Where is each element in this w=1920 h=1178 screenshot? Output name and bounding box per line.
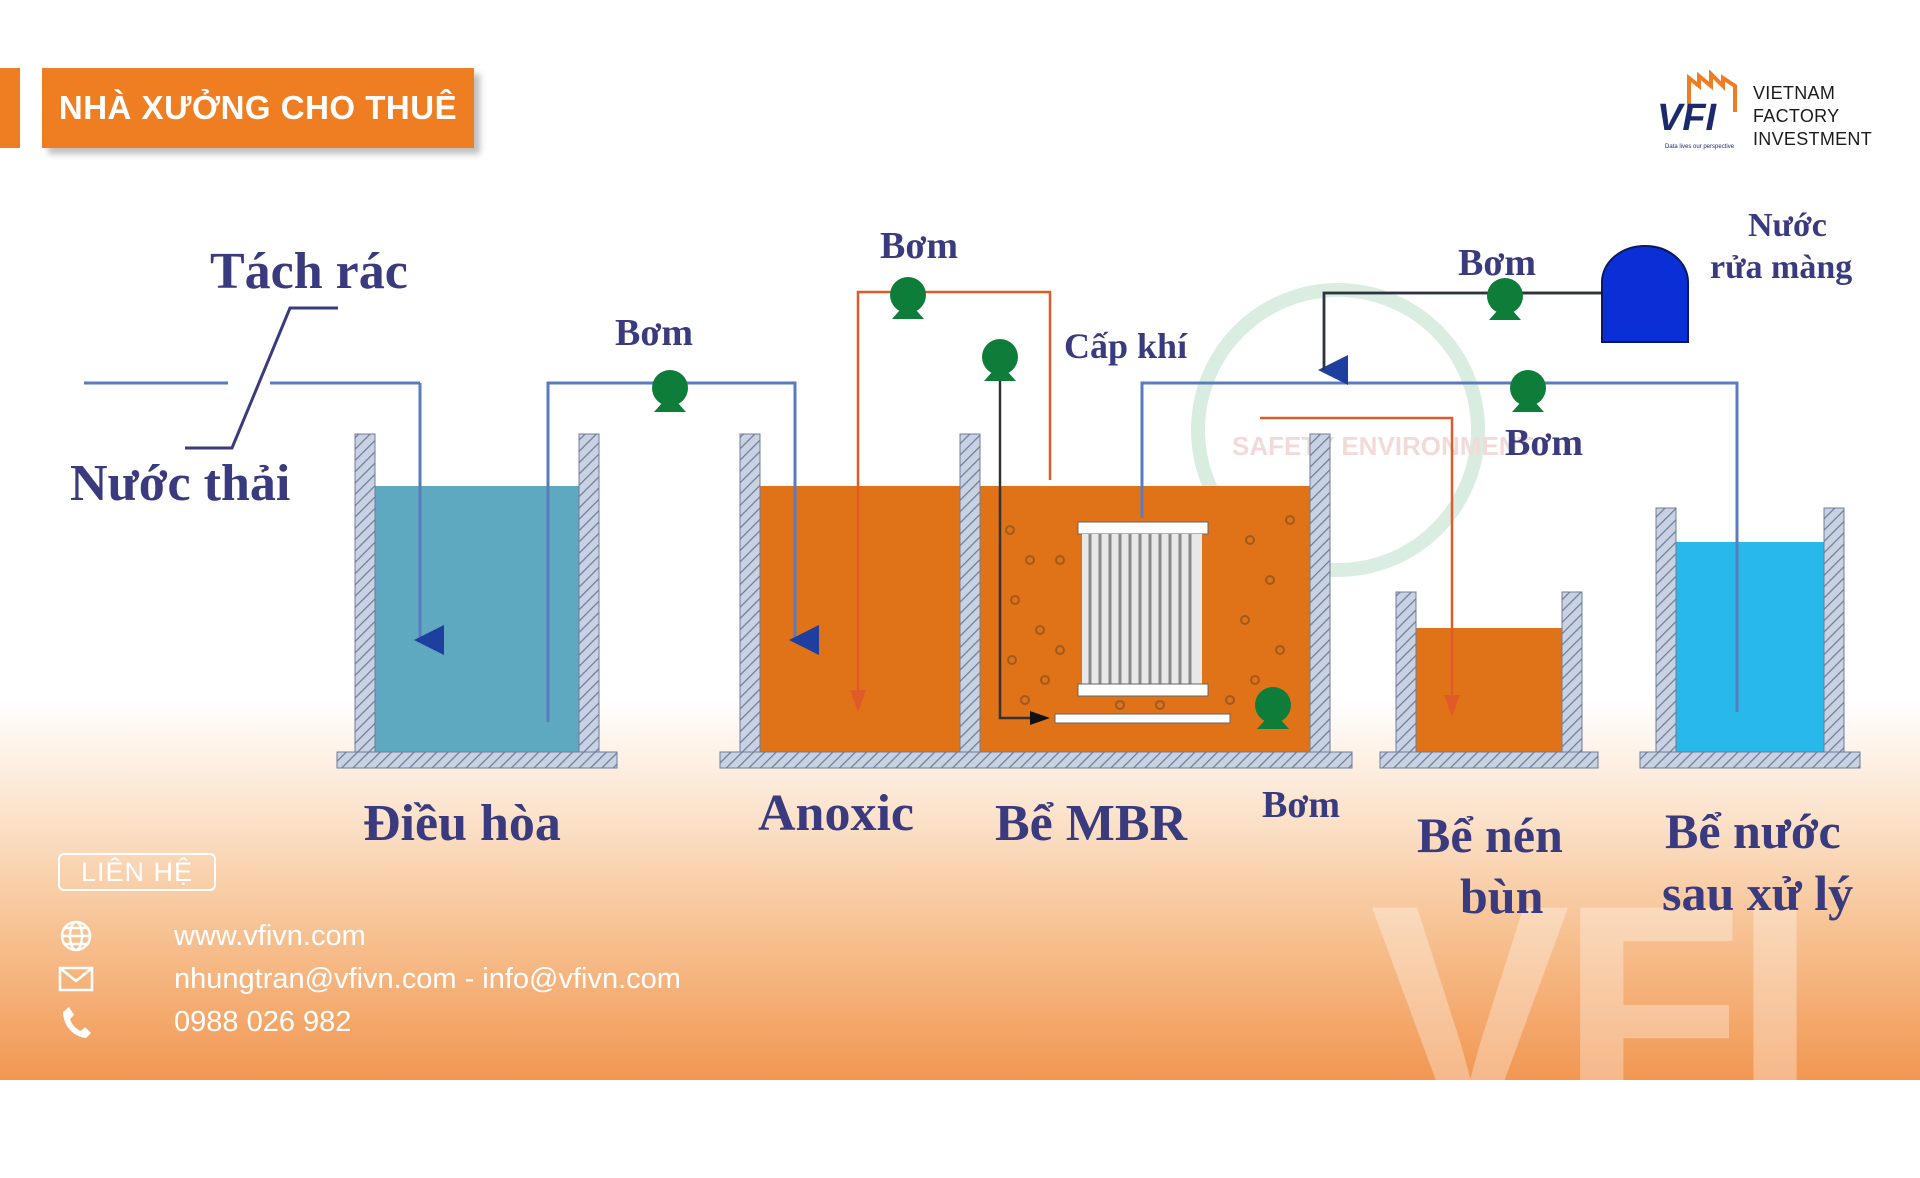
thickener-sludge xyxy=(1416,628,1562,752)
phone-text[interactable]: 0988 026 982 xyxy=(174,1005,352,1038)
label-wastewater: Nước thải xyxy=(70,455,290,512)
bar-screen xyxy=(84,381,444,655)
label-screen: Tách rác xyxy=(210,243,408,300)
label-wash-water-2: rửa màng xyxy=(1710,249,1852,286)
contact-phone[interactable]: 0988 026 982 xyxy=(58,1004,351,1040)
label-treated-tank-2: sau xử lý xyxy=(1662,865,1853,921)
phone-icon xyxy=(58,1004,94,1040)
logo-line-vietnam: VIETNAM xyxy=(1753,83,1836,103)
label-pump-5: Bơm xyxy=(1262,784,1340,826)
return-arrowheads xyxy=(850,690,1460,717)
pump-icon xyxy=(890,277,926,319)
label-anoxic-tank: Anoxic xyxy=(758,785,914,842)
logo-wordmark: VIETNAM FACTORY INVESTMENT xyxy=(1753,82,1872,151)
title-banner: NHÀ XƯỞNG CHO THUÊ xyxy=(42,68,474,148)
contact-website[interactable]: www.vfivn.com xyxy=(58,918,366,954)
aeration-bubbles xyxy=(1005,515,1295,710)
label-pump-2: Bơm xyxy=(880,225,958,267)
pump-icon xyxy=(982,339,1018,381)
label-treated-tank-1: Bể nước xyxy=(1665,803,1841,859)
label-pump-4: Bơm xyxy=(1505,422,1583,464)
label-mbr-tank: Bể MBR xyxy=(995,795,1189,852)
email-text[interactable]: nhungtran@vfivn.com - info@vfivn.com xyxy=(174,962,681,995)
membrane-wash-tank-icon xyxy=(1601,245,1689,343)
air-supply-line xyxy=(998,365,1040,720)
label-sludge-tank-2: bùn xyxy=(1460,868,1544,924)
banner-title: NHÀ XƯỞNG CHO THUÊ xyxy=(58,89,458,126)
sludge-thickener-tank xyxy=(1379,591,1599,769)
screen-slash xyxy=(185,306,338,450)
equalization-water xyxy=(375,486,579,752)
logo-mark: VFI xyxy=(1657,97,1718,139)
treated-water xyxy=(1676,542,1824,752)
treated-water-tank xyxy=(1639,507,1861,769)
vfi-logo: VFI Data lives our perspective xyxy=(1657,70,1737,150)
label-equalization-tank: Điều hòa xyxy=(363,795,561,852)
air-arrowhead xyxy=(1030,711,1050,725)
anoxic-mbr-tank xyxy=(719,433,1353,769)
label-wash-water-1: Nước xyxy=(1748,207,1827,244)
contact-email[interactable]: nhungtran@vfivn.com - info@vfivn.com xyxy=(58,961,681,997)
label-aeration: Cấp khí xyxy=(1064,326,1188,366)
pump-icon xyxy=(1255,687,1291,729)
label-pump-1: Bơm xyxy=(615,312,693,354)
logo-line-factory: FACTORY xyxy=(1753,106,1840,126)
factory-roof-icon xyxy=(1687,70,1737,112)
pump-icon xyxy=(1487,278,1523,320)
mail-icon xyxy=(58,961,94,997)
pump-icon xyxy=(1510,370,1546,412)
equalization-tank xyxy=(336,433,618,769)
contact-heading: LIÊN HỆ xyxy=(58,853,216,891)
anoxic-sludge xyxy=(760,486,1320,752)
logo-line-investment: INVESTMENT xyxy=(1753,129,1873,149)
watermark-text: SAFETY ENVIRONMENT xyxy=(1232,431,1534,461)
globe-icon xyxy=(58,918,94,954)
banner-edge xyxy=(0,68,20,148)
pump-icon xyxy=(652,370,688,412)
mbr-process-diagram: SAFETY ENVIRONMENT xyxy=(70,207,1861,924)
logo-tagline: Data lives our perspective xyxy=(1665,144,1735,150)
return-lines xyxy=(856,290,1454,712)
website-text[interactable]: www.vfivn.com xyxy=(174,919,366,952)
label-pump-3: Bơm xyxy=(1458,242,1536,284)
membrane-module xyxy=(1054,521,1231,724)
label-sludge-tank-1: Bể nén xyxy=(1417,807,1563,863)
safety-environment-watermark: SAFETY ENVIRONMENT xyxy=(1191,283,1534,577)
